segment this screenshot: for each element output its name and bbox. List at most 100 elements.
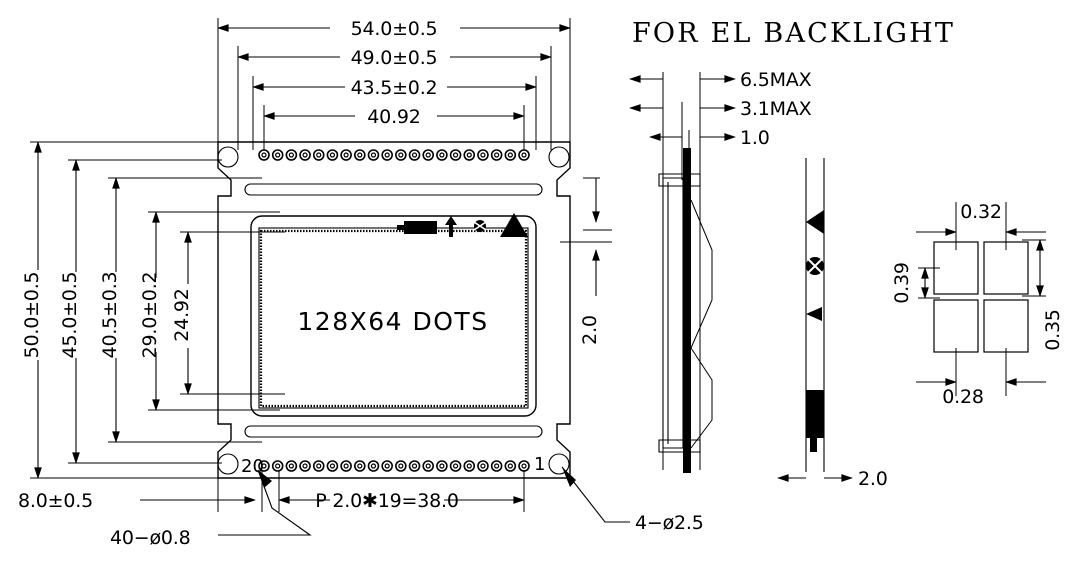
front-horizontal-dims: 54.0±0.5 49.0±0.5 43.5±0.2 40.92	[217, 18, 571, 128]
pin-row-bottom	[258, 460, 530, 472]
mounting-hole-top-right	[548, 146, 570, 168]
pin-hole-note: 40−ø0.8	[110, 527, 191, 549]
pin-bottom-hole	[258, 460, 270, 472]
pin-top-hole-bore	[521, 152, 527, 158]
side-frame-tab-top	[658, 173, 701, 187]
triangle-marker-icon	[500, 213, 528, 237]
pin-bottom-hole-bore	[288, 463, 294, 469]
pin-row-top	[258, 149, 530, 161]
pin-top-hole-bore	[507, 152, 513, 158]
dim-bezel-height: 40.5±0.3	[99, 272, 121, 359]
pin-bottom-hole	[381, 460, 393, 472]
dim-view-area-height: 24.92	[171, 288, 193, 341]
dim-rear-width: 2.0	[858, 468, 888, 490]
pin-bottom-hole-bore	[507, 463, 513, 469]
bar-marker-icon	[404, 221, 437, 234]
pin-hole-leader	[218, 469, 312, 536]
pin-top-hole-bore	[329, 152, 336, 158]
pin-top-hole	[422, 149, 435, 161]
lcd-module-front-view: 128X64 DOTS 20 1	[217, 141, 571, 479]
front-edge-offset-dim: 2.0	[579, 178, 601, 345]
pin-top-hole	[312, 149, 325, 161]
side-panel-body	[683, 148, 691, 473]
pin-top-hole-bore	[357, 152, 363, 158]
pin-bottom-hole	[367, 460, 380, 472]
pin-top-hole	[258, 149, 270, 161]
dim-module-thickness: 3.1MAX	[740, 98, 812, 120]
mounting-hole-bottom-left	[217, 453, 239, 475]
pin-bottom-hole-bore	[329, 463, 336, 469]
dim-dot-height: 0.35	[1042, 309, 1064, 351]
rear-view: 2.0	[777, 158, 888, 490]
mount-hole-leader	[561, 466, 630, 523]
pin-bottom-hole	[340, 460, 352, 472]
front-extension-lines	[30, 18, 612, 512]
dot-pitch-detail: 0.32 0.28 0.39 0.35	[891, 201, 1064, 408]
pin-top-hole	[504, 149, 517, 161]
pin-bottom-hole-bore	[411, 463, 418, 469]
pin-top-hole	[340, 149, 352, 161]
pin-bottom-hole-bore	[521, 463, 527, 469]
dim-panel-thickness: 1.0	[740, 127, 770, 149]
pin-top-hole	[381, 149, 393, 161]
pin-top-hole	[353, 149, 366, 161]
rear-triangle-marker-icon	[806, 210, 824, 234]
pin-top-hole	[326, 149, 339, 161]
pin-bottom-hole	[395, 460, 407, 472]
page-title: FOR EL BACKLIGHT	[632, 18, 955, 49]
bar-marker-tail-icon	[397, 225, 405, 230]
pin-top-hole-bore	[302, 152, 308, 158]
pin-top-hole-bore	[261, 152, 267, 158]
dim-overall-width: 54.0±0.5	[351, 18, 438, 40]
dot-cell-bottom-right	[983, 299, 1029, 353]
mounting-hole-bottom-right	[548, 453, 570, 475]
pin-bottom-hole-bore	[343, 463, 349, 469]
pin-top-hole-bore	[384, 152, 390, 158]
pin-bottom-hole-bore	[466, 463, 472, 469]
rear-arrow-marker-icon	[806, 307, 822, 321]
dim-mounting-hole-height: 45.0±0.5	[59, 272, 81, 359]
dim-bottom-left: 8.0±0.5	[18, 490, 93, 512]
pin-top-hole-bore	[452, 152, 459, 158]
pin-bottom-hole	[422, 460, 435, 472]
pin-top-hole	[477, 149, 489, 161]
screen-label: 128X64 DOTS	[297, 307, 488, 336]
pin-bottom-hole	[504, 460, 517, 472]
pin-top-hole	[490, 149, 503, 161]
dim-edge-offset: 2.0	[579, 315, 601, 345]
pin-top-hole	[299, 149, 311, 161]
dot-cell-bottom-left	[933, 299, 979, 353]
mount-hole-note: 4−ø2.5	[635, 512, 704, 534]
up-arrow-marker-icon	[445, 216, 457, 237]
pin-top-hole-bore	[439, 152, 445, 158]
dim-dot-pitch-y: 0.39	[891, 262, 913, 304]
view-area-dot-border	[259, 229, 528, 408]
dim-dot-width: 0.28	[942, 386, 984, 408]
pin-bottom-hole	[353, 460, 366, 472]
pin-bottom-hole-bore	[425, 463, 431, 469]
pin-pitch-note: P 2.0✱19=38.0	[315, 490, 458, 512]
pin-top-hole	[285, 149, 298, 161]
pin-top-hole	[436, 149, 448, 161]
pin-top-hole-bore	[425, 152, 431, 158]
pin-top-hole-bore	[275, 152, 281, 158]
pin-bottom-hole	[477, 460, 489, 472]
dim-overall-height: 50.0±0.5	[21, 272, 43, 359]
dim-bezel-width: 43.5±0.2	[351, 77, 438, 99]
pin-top-hole	[367, 149, 380, 161]
pin-top-hole	[463, 149, 476, 161]
side-view: 6.5MAX 3.1MAX 1.0	[629, 69, 812, 473]
front-vertical-dims: 50.0±0.5 45.0±0.5 40.5±0.3 29.0±0.2 24.9…	[21, 141, 193, 479]
pin-top-hole-bore	[398, 152, 404, 158]
pin-top-hole	[449, 149, 462, 161]
dim-total-thickness: 6.5MAX	[740, 69, 812, 91]
pin-top-hole-bore	[466, 152, 472, 158]
pin-bottom-hole	[408, 460, 421, 472]
pin-bottom-hole-bore	[357, 463, 363, 469]
pin-hole-leader-arrow-icon	[258, 470, 272, 488]
side-frame-outline	[662, 177, 684, 449]
rear-block-tail-icon	[810, 438, 817, 452]
pin-bottom-hole-bore	[494, 463, 500, 469]
